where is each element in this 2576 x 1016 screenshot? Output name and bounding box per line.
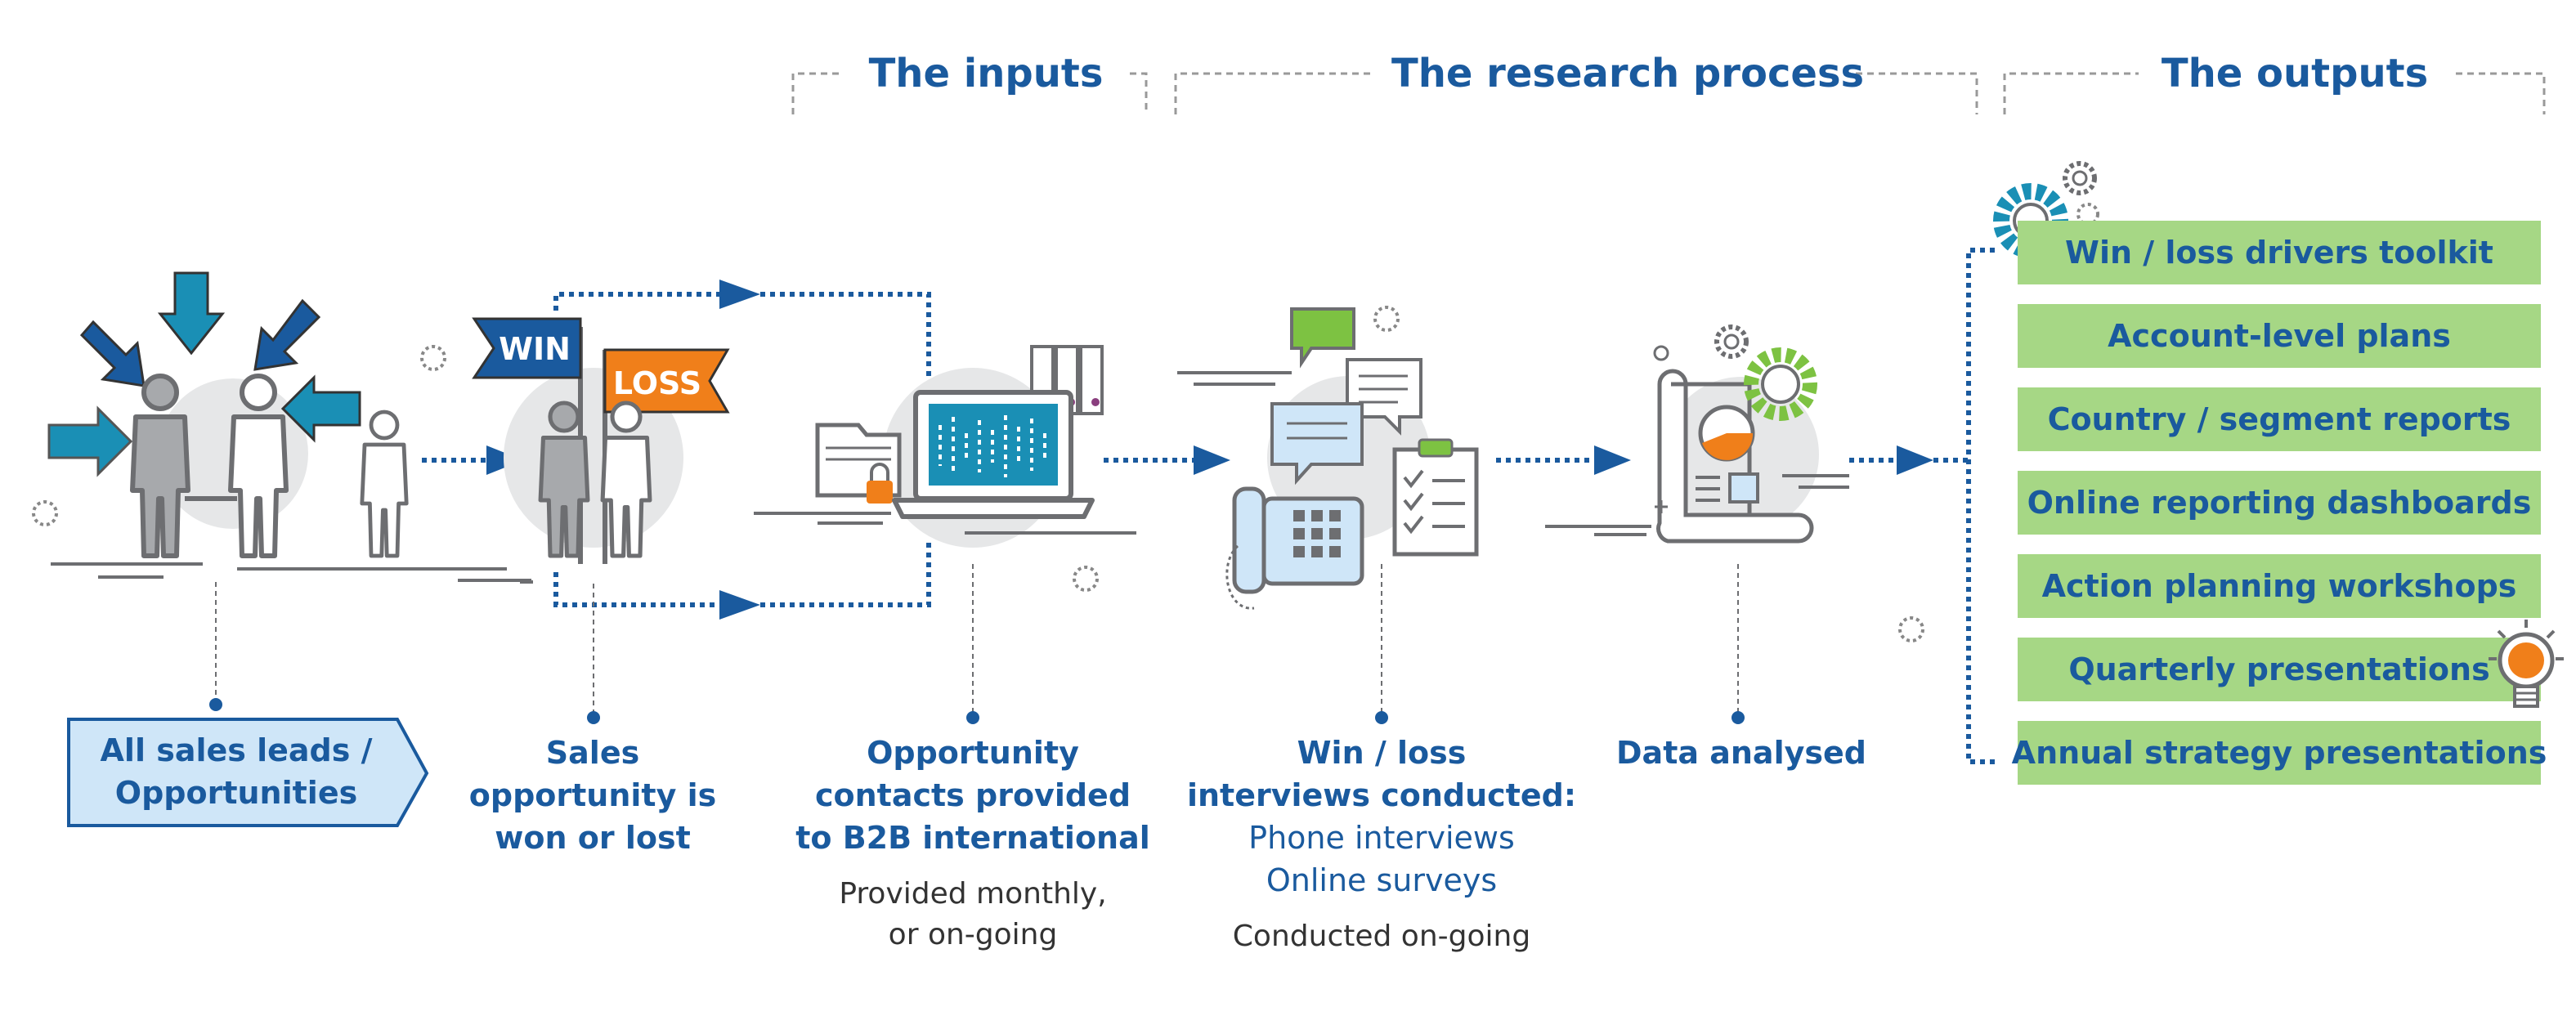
output-item: Quarterly presentations: [2018, 638, 2541, 701]
output-item: Annual strategy presentations: [2012, 721, 2547, 785]
clipboard-icon: [1392, 438, 1479, 557]
step-contacts-note1: Provided monthly,: [839, 877, 1107, 911]
step-leads-label: All sales leads / Opportunities: [69, 729, 404, 814]
won-lost-illustration: WIN LOSS: [472, 317, 730, 584]
step-won-lost-line2: opportunity is: [468, 777, 717, 813]
interviews-illustration: [1177, 306, 1479, 610]
step-won-lost-line3: won or lost: [495, 820, 691, 856]
step-analysed-line1: Data analysed: [1616, 735, 1866, 771]
label-connectors: [215, 564, 1739, 716]
step-leads-line1: All sales leads /: [100, 732, 373, 768]
laptop-illustration: [754, 345, 1136, 592]
output-item: Win / loss drivers toolkit: [2018, 221, 2541, 284]
pie-chart-icon: [1698, 405, 1755, 462]
step-contacts-line1: Opportunity: [867, 735, 1079, 771]
step-leads-line2: Opportunities: [114, 775, 358, 811]
step-contacts-line2: contacts provided: [814, 777, 1131, 813]
step-contacts-note2: or on-going: [888, 918, 1058, 951]
step-interviews-line2: interviews conducted:: [1186, 777, 1577, 813]
step-contacts-line3: to B2B international: [795, 820, 1150, 856]
step-analysed-label: Data analysed: [1602, 732, 1880, 774]
step-won-lost-line1: Sales: [545, 735, 640, 771]
loss-flag-text: LOSS: [613, 365, 701, 401]
output-item: Country / segment reports: [2018, 387, 2541, 451]
section-title-outputs: The outputs: [2139, 51, 2451, 96]
step-interviews-label: Win / loss interviews conducted: Phone i…: [1177, 732, 1586, 957]
output-item: Online reporting dashboards: [2018, 471, 2541, 535]
gear-small-icon: [1714, 324, 1749, 359]
folder-lock-icon: [815, 423, 902, 504]
win-flag-text: WIN: [499, 331, 571, 367]
step-interviews-sub2: Online surveys: [1266, 862, 1498, 898]
analysis-illustration: [1545, 324, 1924, 642]
section-title-research: The research process: [1370, 51, 1864, 96]
label-connector-dots: [209, 698, 1745, 724]
lightbulb-icon: [2489, 620, 2564, 708]
incoming-arrows-icon: [47, 271, 361, 477]
output-item: Account-level plans: [2018, 304, 2541, 368]
gear-outline-icon: [2063, 161, 2097, 195]
step-interviews-note1: Conducted on-going: [1232, 920, 1531, 953]
section-title-inputs: The inputs: [842, 51, 1130, 96]
leads-box-shape: [67, 718, 429, 827]
step-contacts-label: Opportunity contacts provided to B2B int…: [785, 732, 1161, 956]
step-won-lost-label: Sales opportunity is won or lost: [458, 732, 728, 859]
gear-green-icon: [1744, 347, 1817, 421]
sales-leads-illustration: [32, 271, 531, 582]
step-interviews-line1: Win / loss: [1297, 735, 1467, 771]
split-arrows: [553, 280, 931, 620]
output-item: Action planning workshops: [2018, 554, 2541, 618]
phone-icon: [1225, 486, 1364, 610]
step-interviews-sub1: Phone interviews: [1248, 820, 1515, 856]
